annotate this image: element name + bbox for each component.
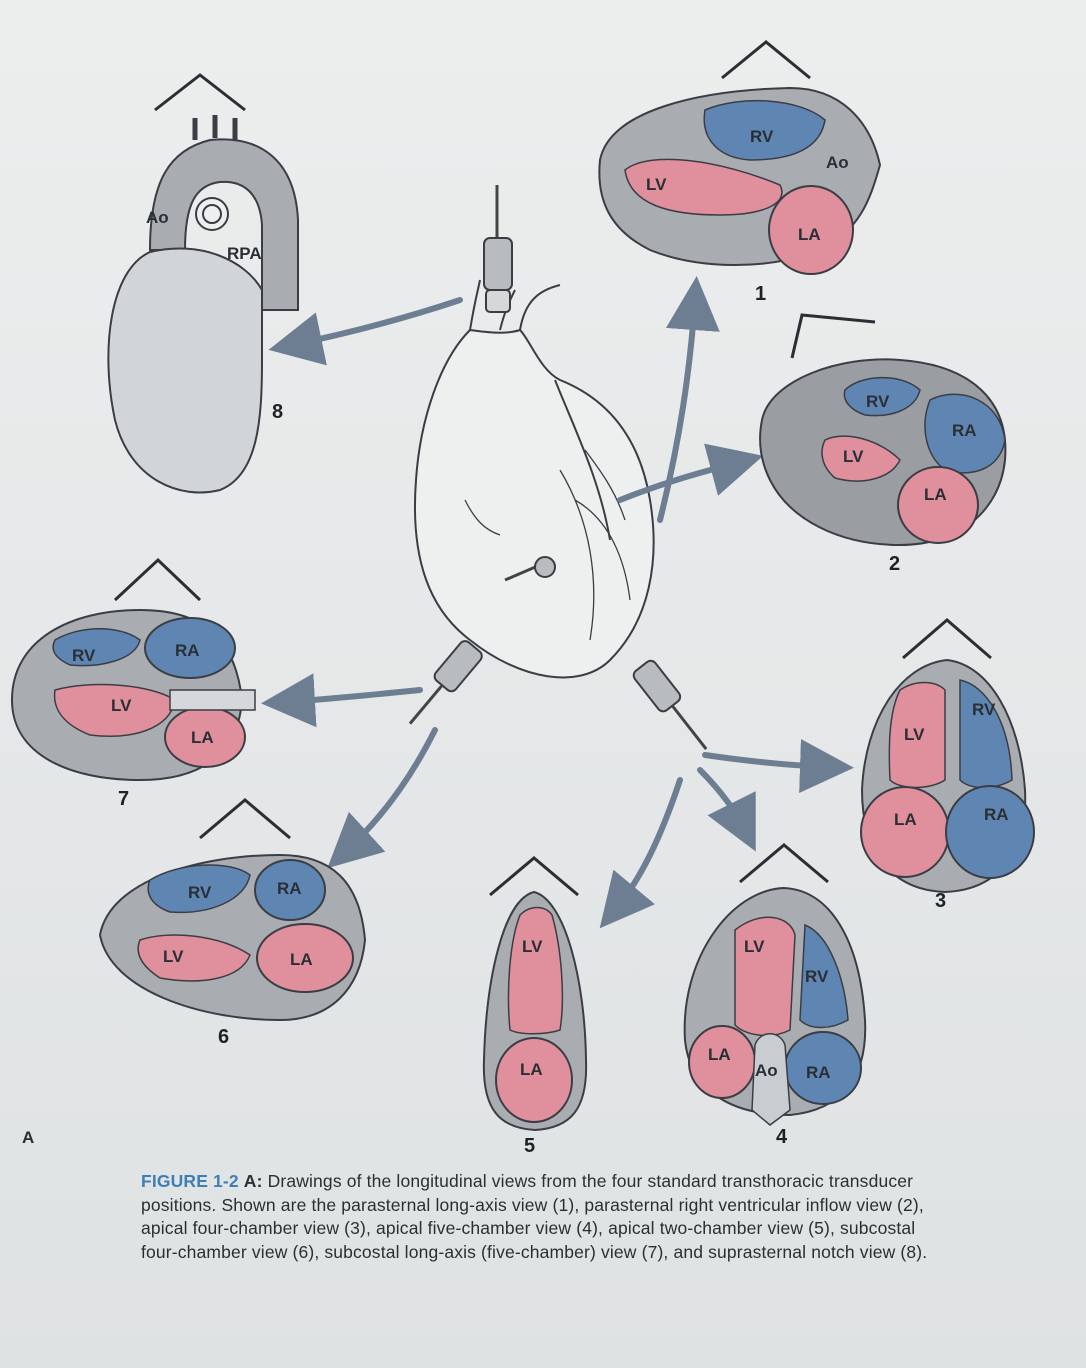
- label-lv: LV: [646, 175, 667, 194]
- echo-views-figure: RV Ao LV LA 1 RV RA LV LA 2 LV RV LA RA …: [0, 0, 1086, 1160]
- label-ra: RA: [277, 879, 302, 898]
- label-rv: RV: [188, 883, 212, 902]
- label-ra: RA: [806, 1063, 831, 1082]
- label-rpa: RPA: [227, 244, 262, 263]
- label-rv: RV: [866, 392, 890, 411]
- label-lv: LV: [744, 937, 765, 956]
- arrow-to-view-4: [700, 770, 745, 830]
- arrow-to-view-1: [660, 300, 695, 520]
- label-rv: RV: [750, 127, 774, 146]
- figure-sub-label: A:: [244, 1171, 263, 1191]
- label-ra: RA: [984, 805, 1009, 824]
- arrow-to-view-7: [285, 690, 420, 702]
- label-lv: LV: [522, 937, 543, 956]
- transducer-apical: [631, 658, 716, 757]
- label-la: LA: [191, 728, 214, 747]
- central-heart: [415, 280, 654, 677]
- label-lv: LV: [111, 696, 132, 715]
- view-number: 3: [935, 890, 946, 912]
- figure-caption: FIGURE 1-2 A: Drawings of the longitudin…: [141, 1170, 941, 1264]
- label-la: LA: [290, 950, 313, 969]
- arrow-to-view-3: [705, 755, 830, 767]
- view-1-parasternal-long-axis: RV Ao LV LA 1: [599, 42, 880, 305]
- label-rv: RV: [805, 967, 829, 986]
- label-la: LA: [798, 225, 821, 244]
- view-4-apical-five-chamber: LV RV LA Ao RA 4: [685, 845, 866, 1148]
- transducer-parasternal-left: [400, 639, 484, 732]
- view-number: 5: [524, 1135, 535, 1157]
- arrow-to-view-5: [615, 780, 680, 910]
- arrow-to-view-6: [345, 730, 435, 852]
- label-la: LA: [924, 485, 947, 504]
- view-number: 4: [776, 1126, 788, 1148]
- label-lv: LV: [904, 725, 925, 744]
- view-number: 1: [755, 283, 766, 305]
- view-3-apical-four-chamber: LV RV LA RA 3: [861, 620, 1034, 912]
- panel-letter: A: [22, 1128, 34, 1148]
- view-number: 2: [889, 553, 900, 575]
- view-8-suprasternal-notch: Ao RPA 8: [108, 75, 298, 492]
- transducer-suprasternal: [484, 185, 512, 312]
- view-number: 6: [218, 1026, 229, 1048]
- view-7-subcostal-long-axis: RV RA LV LA 7: [12, 560, 255, 810]
- label-rv: RV: [972, 700, 996, 719]
- label-la: LA: [520, 1060, 543, 1079]
- label-rv: RV: [72, 646, 96, 665]
- arrow-to-view-8: [292, 300, 460, 345]
- view-6-subcostal-four-chamber: RV RA LV LA 6: [100, 800, 365, 1048]
- label-lv: LV: [163, 947, 184, 966]
- view-2-rv-inflow: RV RA LV LA 2: [760, 315, 1005, 575]
- label-la: LA: [708, 1045, 731, 1064]
- label-ra: RA: [952, 421, 977, 440]
- view-5-apical-two-chamber: LV LA 5: [484, 858, 586, 1157]
- label-la: LA: [894, 810, 917, 829]
- label-lv: LV: [843, 447, 864, 466]
- view-number: 8: [272, 401, 283, 423]
- label-ra: RA: [175, 641, 200, 660]
- label-ao: Ao: [755, 1061, 778, 1080]
- label-ao: Ao: [146, 208, 169, 227]
- figure-label: FIGURE 1-2: [141, 1171, 239, 1191]
- view-number: 7: [118, 788, 129, 810]
- label-ao: Ao: [826, 153, 849, 172]
